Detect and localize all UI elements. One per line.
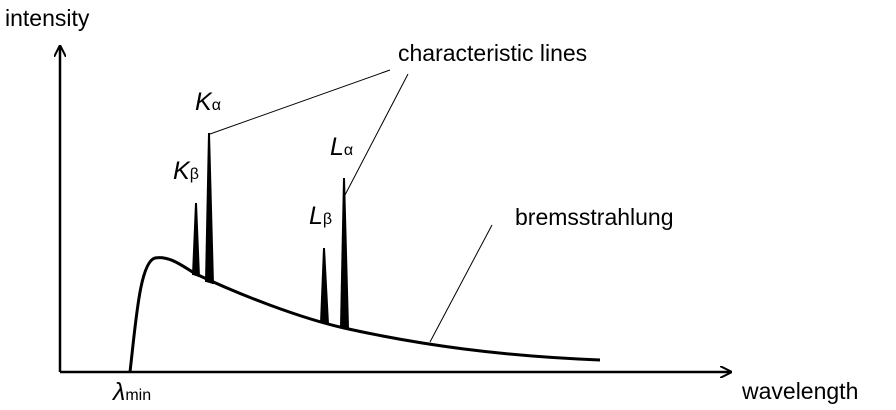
bremsstrahlung-label: bremsstrahlung bbox=[515, 204, 674, 230]
peak-subscript: β bbox=[189, 166, 199, 183]
peak-name: K bbox=[195, 88, 212, 116]
leader-line-k-alpha bbox=[209, 69, 391, 135]
peak-name: L bbox=[309, 202, 323, 230]
peak-l-beta bbox=[320, 247, 329, 325]
bremsstrahlung-curve bbox=[128, 256, 601, 373]
leader-line-l-alpha bbox=[344, 73, 409, 196]
peak-subscript: β bbox=[322, 211, 333, 228]
peak-subscript: α bbox=[343, 142, 354, 159]
peak-l-alpha bbox=[340, 177, 349, 329]
l-beta-label: Lβ bbox=[309, 202, 332, 231]
peak-name: K bbox=[173, 157, 190, 185]
peak-subscript: α bbox=[211, 97, 221, 114]
l-alpha-label: Lα bbox=[330, 133, 353, 162]
characteristic-lines-label: characteristic lines bbox=[398, 40, 588, 66]
peak-name: L bbox=[330, 133, 344, 161]
leader-line-bremsstrahlung bbox=[429, 224, 493, 343]
x-axis-label: wavelength bbox=[742, 378, 859, 404]
peak-k-beta bbox=[192, 202, 200, 278]
peak-k-alpha bbox=[205, 132, 214, 285]
k-alpha-label: Kα bbox=[195, 88, 221, 117]
lambda-min-label: λmin bbox=[113, 378, 151, 407]
lambda-symbol: λ bbox=[113, 378, 126, 406]
k-beta-label: Kβ bbox=[173, 157, 199, 186]
lambda-subscript: min bbox=[125, 387, 152, 404]
y-axis-label: intensity bbox=[5, 5, 90, 31]
